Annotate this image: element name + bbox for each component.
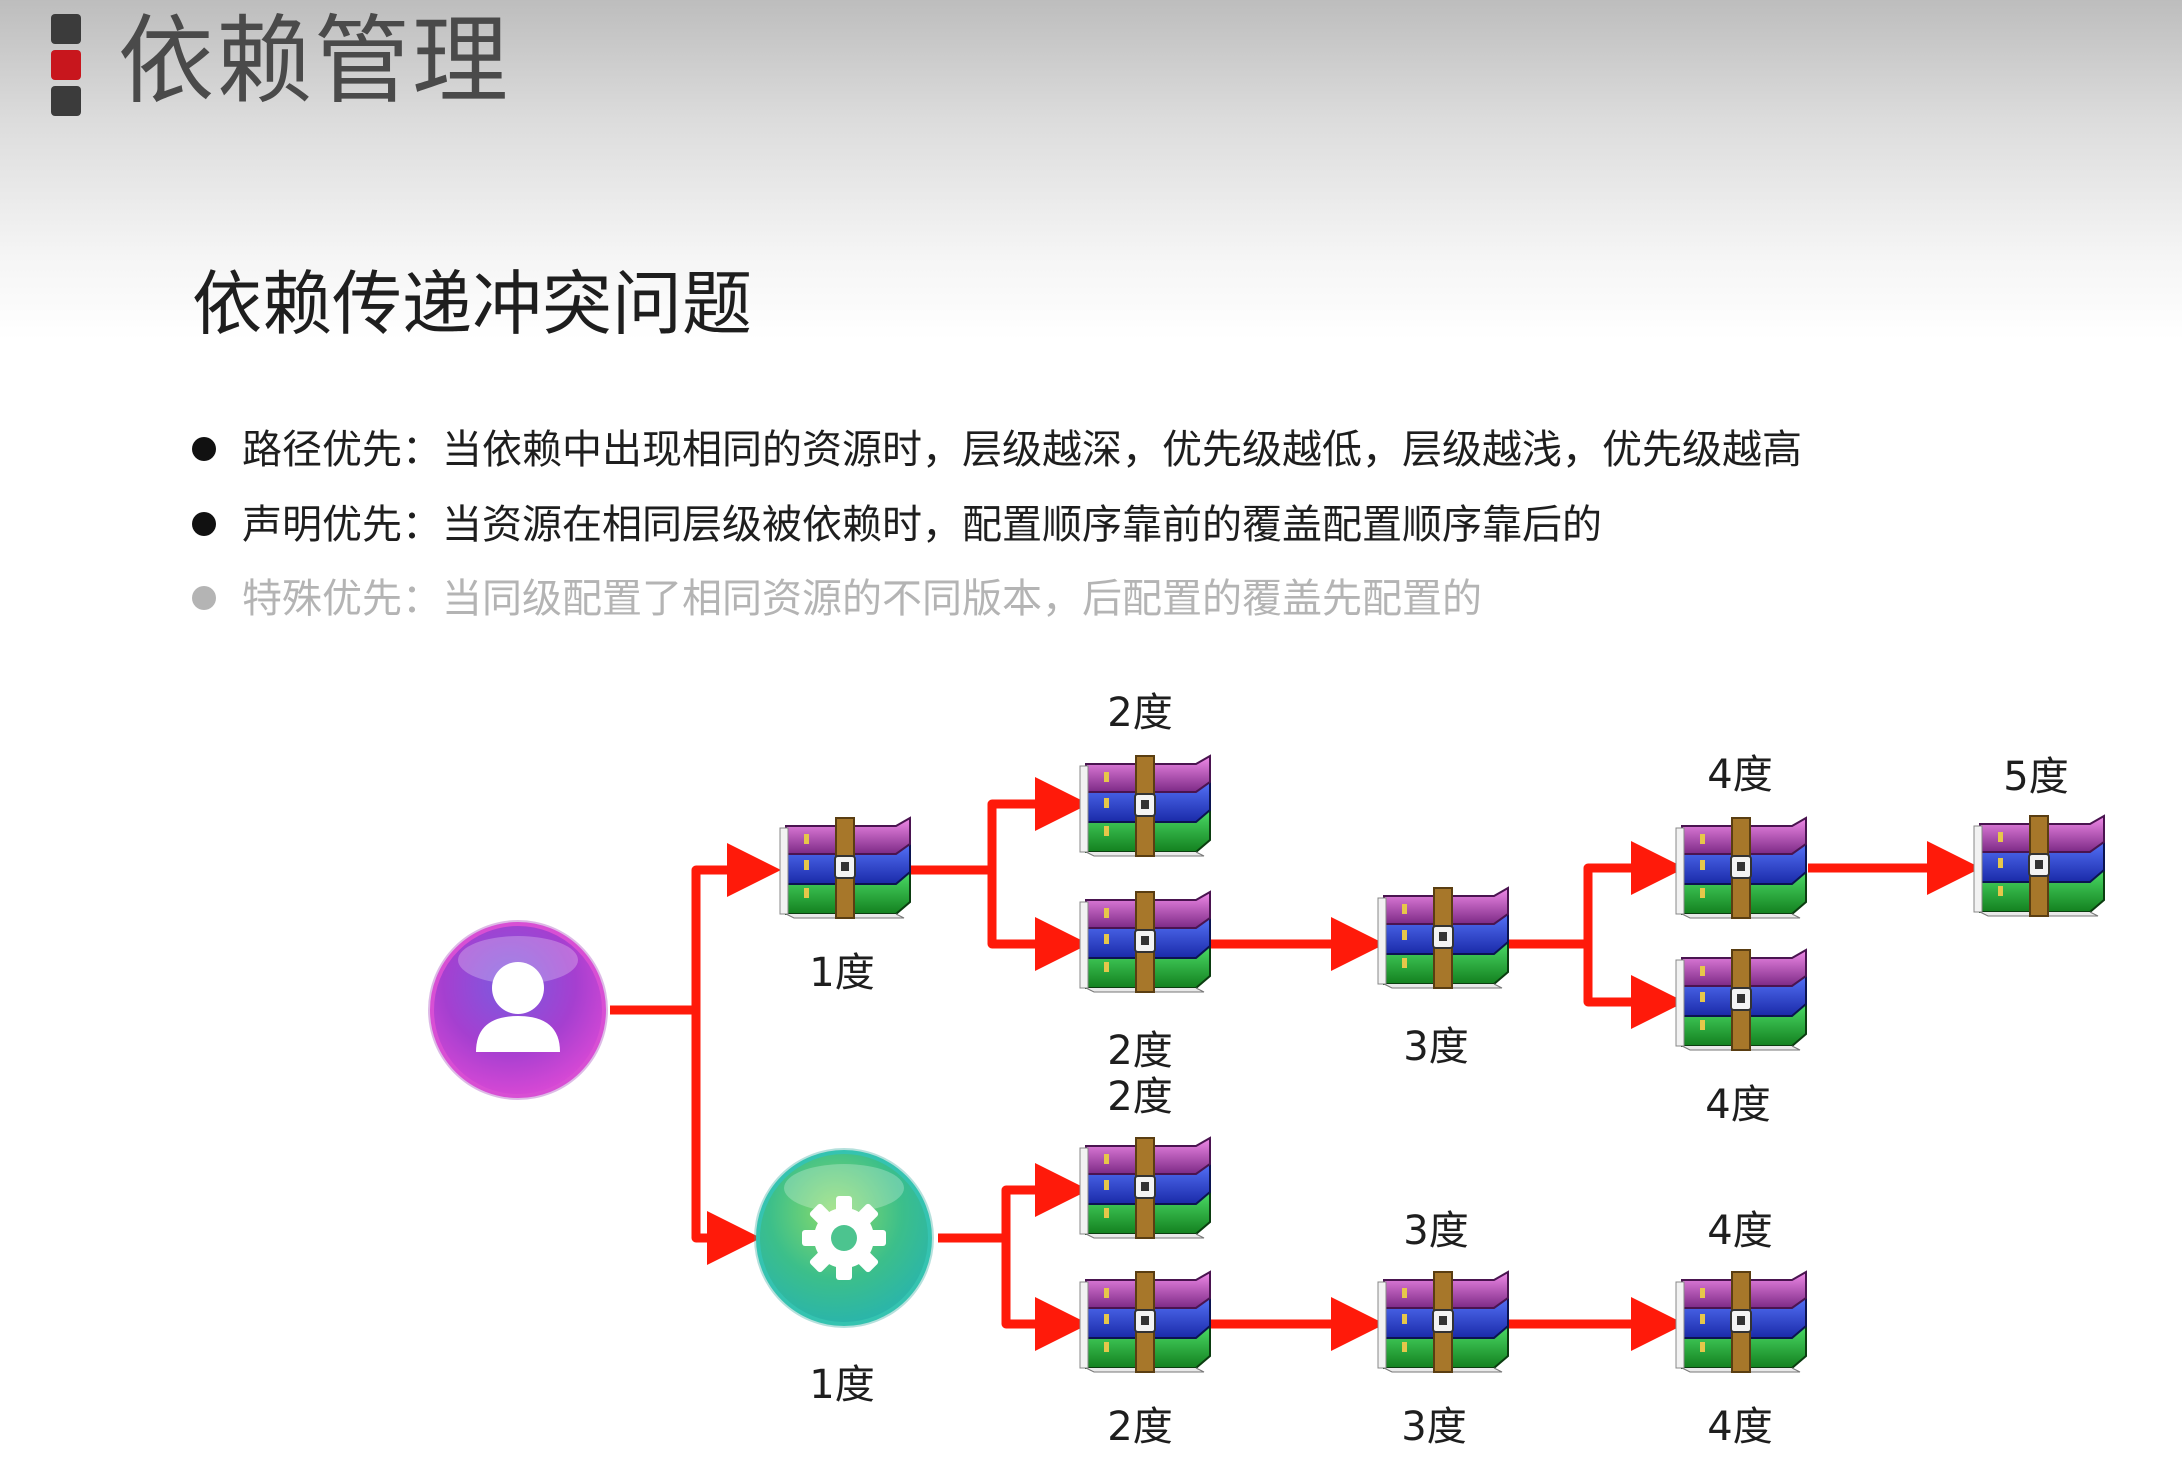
label-bottom-1: 1度 bbox=[809, 1362, 874, 1408]
label-top-4b: 4度 bbox=[1705, 1082, 1770, 1128]
gear-icon bbox=[802, 1196, 886, 1280]
label-top-5: 5度 bbox=[2003, 754, 2068, 800]
label-bottom-2a: 2度 bbox=[1107, 1074, 1172, 1120]
package-top-2b bbox=[1079, 891, 1211, 993]
section-subtitle: 依赖传递冲突问题 bbox=[192, 263, 752, 345]
slide-marker bbox=[51, 14, 81, 116]
dependency-arrows bbox=[610, 777, 1981, 1351]
bullet-item-special-priority: 特殊优先：当同级配置了相同资源的不同版本，后配置的覆盖先配置的 bbox=[192, 574, 1482, 624]
label-top-3: 3度 bbox=[1403, 1024, 1468, 1070]
user-node bbox=[428, 920, 608, 1100]
package-bottom-2a bbox=[1079, 1137, 1211, 1239]
package-top-5 bbox=[1973, 815, 2105, 917]
module-node bbox=[754, 1148, 934, 1328]
bullet-text: 路径优先：当依赖中出现相同的资源时，层级越深，优先级越低，层级越浅，优先级越高 bbox=[242, 427, 1802, 473]
package-bottom-3 bbox=[1377, 1271, 1509, 1373]
bullet-dot bbox=[192, 437, 216, 461]
bullet-item-declare-priority: 声明优先：当资源在相同层级被依赖时，配置顺序靠前的覆盖配置顺序靠后的 bbox=[192, 500, 1602, 550]
label-bottom-3a: 3度 bbox=[1403, 1208, 1468, 1254]
package-bottom-2b bbox=[1079, 1271, 1211, 1373]
label-top-2b: 2度 bbox=[1107, 1028, 1172, 1074]
package-top-3 bbox=[1377, 887, 1509, 989]
bullet-text: 声明优先：当资源在相同层级被依赖时，配置顺序靠前的覆盖配置顺序靠后的 bbox=[242, 502, 1602, 548]
label-top-4a: 4度 bbox=[1707, 752, 1772, 798]
marker-square-top bbox=[51, 14, 81, 44]
package-top-1 bbox=[779, 817, 911, 919]
label-bottom-3b: 3度 bbox=[1401, 1404, 1466, 1450]
bullet-text: 特殊优先：当同级配置了相同资源的不同版本，后配置的覆盖先配置的 bbox=[242, 576, 1482, 622]
label-bottom-4b: 4度 bbox=[1707, 1404, 1772, 1450]
label-top-2a: 2度 bbox=[1107, 690, 1172, 736]
label-top-1: 1度 bbox=[809, 950, 874, 996]
bullet-item-path-priority: 路径优先：当依赖中出现相同的资源时，层级越深，优先级越低，层级越浅，优先级越高 bbox=[192, 425, 1802, 475]
package-top-2a bbox=[1079, 755, 1211, 857]
label-bottom-4a: 4度 bbox=[1707, 1208, 1772, 1254]
label-bottom-2b: 2度 bbox=[1107, 1404, 1172, 1450]
bullet-dot bbox=[192, 586, 216, 610]
package-top-4b bbox=[1675, 949, 1807, 1051]
bullet-dot bbox=[192, 512, 216, 536]
marker-square-middle bbox=[51, 50, 81, 80]
user-icon bbox=[476, 962, 560, 1052]
package-bottom-4 bbox=[1675, 1271, 1807, 1373]
package-top-4a bbox=[1675, 817, 1807, 919]
slide-title: 依赖管理 bbox=[118, 5, 510, 117]
marker-square-bottom bbox=[51, 86, 81, 116]
